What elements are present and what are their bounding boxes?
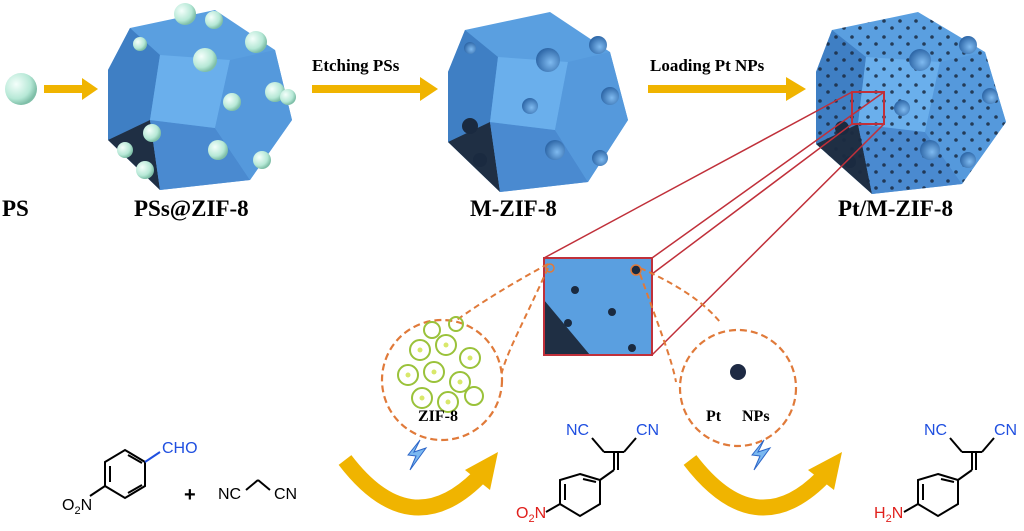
zoom-line (651, 91, 885, 259)
malononitrile-nc: NC (218, 486, 242, 503)
zoom-line (543, 91, 853, 259)
product2-nc: NC (924, 422, 948, 439)
label-pt-m-zif8: Pt/M-ZIF-8 (838, 196, 953, 221)
amine-h: H (874, 505, 886, 522)
ps-zif8-crystal (108, 3, 296, 190)
nitro-n: N (80, 497, 93, 514)
zif8-bubble (380, 316, 504, 442)
amine-group: H2N (874, 505, 903, 525)
pt-nanoparticle (730, 364, 746, 380)
malononitrile-cn: CN (274, 486, 298, 503)
arrow-loading (648, 77, 806, 101)
product2-cn: CN (994, 422, 1018, 439)
product1-nc: NC (566, 422, 590, 439)
arrow-etching (312, 77, 438, 101)
nitro-product-structure (545, 437, 637, 518)
product1-nitro: O2N (516, 505, 546, 525)
pt-nps-bubble (678, 328, 798, 448)
amine-n: N (891, 505, 904, 522)
nitro-sub: 2 (74, 505, 81, 518)
cho-group: CHO (162, 440, 198, 457)
zoom-inset (543, 257, 653, 356)
arrow-ps-to-zif (44, 78, 98, 100)
plus-sign: + (184, 484, 196, 506)
label-ps: PS (2, 196, 29, 221)
nitro-o: O (62, 497, 75, 514)
product1-cn: CN (636, 422, 660, 439)
nitrobenzaldehyde-structure (89, 448, 161, 500)
product1-nitro-o: O (516, 505, 529, 522)
label-m-zif8: M-ZIF-8 (470, 196, 557, 221)
amine-product-structure (903, 437, 995, 518)
label-pt-bubble: Pt (706, 408, 722, 425)
reaction-arrow-1 (338, 439, 498, 516)
product1-nitro-n: N (534, 505, 547, 522)
nitro-group-left: O2N (62, 497, 92, 517)
ps-sphere (5, 73, 37, 105)
label-nps-bubble: NPs (742, 408, 770, 425)
product1-nitro-sub: 2 (528, 513, 535, 526)
label-zif8-bubble: ZIF-8 (418, 408, 458, 425)
reaction-arrow-2 (683, 439, 842, 516)
m-zif8-crystal (448, 12, 628, 192)
zoom-line (651, 123, 885, 356)
label-ps-zif8: PSs@ZIF-8 (134, 196, 249, 221)
amine-sub: 2 (885, 513, 892, 526)
label-loading: Loading Pt NPs (650, 56, 765, 75)
pt-m-zif8-crystal (816, 12, 1006, 194)
malononitrile-structure (245, 479, 271, 491)
label-etching: Etching PSs (312, 56, 400, 75)
